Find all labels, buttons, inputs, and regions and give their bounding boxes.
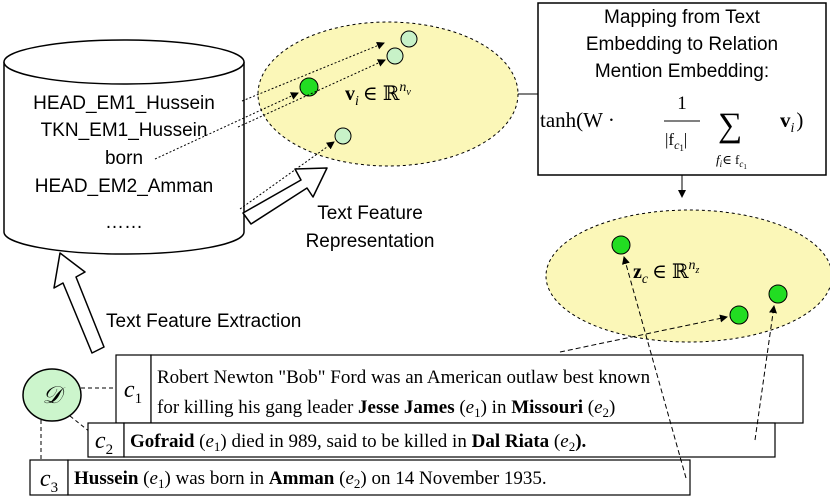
- mention-3-text: Hussein (e1) was born in Amman (e2) on 1…: [74, 468, 547, 491]
- feature-tkn-em1: TKN_EM1_Hussein: [41, 120, 208, 141]
- mention-3-id: c3: [40, 466, 58, 496]
- feature-head-em2: HEAD_EM2_Amman: [35, 176, 213, 197]
- dataset-to-mention-2: [69, 415, 91, 433]
- embedding-node: [386, 47, 404, 65]
- relation-node: [768, 284, 788, 304]
- feature-to-embedding-arrow: [239, 141, 335, 210]
- feature-head-em1: HEAD_EM1_Hussein: [33, 93, 215, 114]
- representation-hollow-arrow: [242, 167, 328, 225]
- mapping-formula-tanh: tanh(W ·: [540, 108, 615, 132]
- feature-to-embedding-arrow: [241, 41, 385, 102]
- relation-node: [611, 235, 631, 255]
- mention-2-id: c2: [95, 428, 113, 458]
- mention-1-line1: Robert Newton "Bob" Ford was an American…: [157, 367, 651, 388]
- mapping-title-line3: Mention Embedding:: [595, 61, 769, 82]
- mapping-title-line2: Embedding to Relation: [586, 34, 778, 55]
- embedding-node-active: [299, 77, 319, 97]
- mention-1-id: c1: [124, 377, 142, 407]
- embedding-node: [400, 30, 418, 48]
- mention-1-to-relation-arrow: [559, 314, 728, 353]
- mention-2-to-relation-arrow: [754, 305, 777, 441]
- mention-2-text: Gofraid (e1) died in 989, said to be kil…: [130, 431, 586, 454]
- mapping-formula-sum-subscript: fi∈ fc1: [716, 152, 747, 171]
- feature-ellipsis: ……: [105, 212, 143, 233]
- feature-born: born: [105, 148, 143, 169]
- feature-store-cylinder: [3, 39, 245, 255]
- mention-2-box: [123, 422, 776, 458]
- feature-to-embedding-arrow: [237, 59, 386, 128]
- dataset-node: [22, 368, 82, 422]
- embedding-node: [334, 127, 352, 145]
- mapping-formula-sum: ∑: [718, 107, 742, 144]
- text-feature-extraction-label: Text Feature Extraction: [106, 311, 301, 332]
- relation-embedding-label: zc∈ ℝnz: [633, 258, 700, 287]
- mapping-formula-vi: vi): [780, 108, 803, 136]
- mapping-title-line1: Mapping from Text: [604, 7, 761, 28]
- mention-2-id-box: [87, 422, 125, 458]
- extraction-hollow-arrow: [53, 252, 105, 354]
- mention-3-box: [67, 459, 691, 496]
- relation-node: [729, 305, 749, 325]
- text-embedding-label: vi∈ ℝnv: [345, 80, 411, 109]
- mention-1-line2: for killing his gang leader Jesse James …: [157, 397, 615, 420]
- text-feature-representation-label-1: Text Feature: [317, 203, 423, 224]
- text-feature-representation-label-2: Representation: [306, 231, 435, 252]
- mention-3-to-relation-arrow: [622, 256, 687, 479]
- mention-1-box: [150, 354, 804, 424]
- mapping-formula-denominator: |fc1|: [665, 130, 687, 153]
- mention-3-id-box: [29, 459, 69, 496]
- mapping-formula-numerator: 1: [677, 93, 687, 114]
